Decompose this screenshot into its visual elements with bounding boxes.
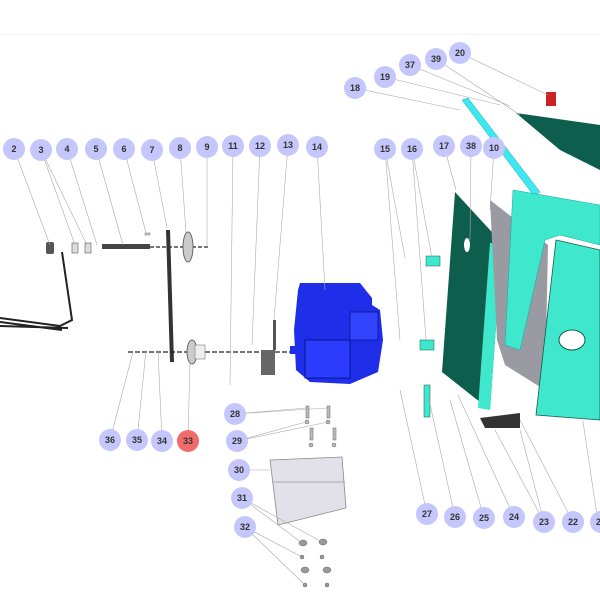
- svg-text:22: 22: [568, 517, 578, 527]
- svg-text:39: 39: [431, 54, 441, 64]
- callout-25[interactable]: 25: [473, 507, 495, 529]
- callout-39[interactable]: 39: [425, 48, 447, 70]
- svg-text:37: 37: [405, 60, 415, 70]
- svg-text:32: 32: [240, 522, 250, 532]
- svg-text:30: 30: [234, 465, 244, 475]
- svg-text:25: 25: [479, 513, 489, 523]
- callout-34[interactable]: 34: [151, 430, 173, 452]
- upper-pulley: [182, 231, 194, 263]
- engine: [290, 283, 383, 384]
- callout-17[interactable]: 17: [433, 135, 455, 157]
- callout-2[interactable]: 2: [3, 138, 25, 160]
- svg-text:26: 26: [450, 512, 460, 522]
- svg-text:35: 35: [132, 435, 142, 445]
- callout-12[interactable]: 12: [249, 135, 271, 157]
- svg-text:34: 34: [157, 436, 167, 446]
- callout-4[interactable]: 4: [56, 138, 78, 160]
- callout-38[interactable]: 38: [460, 135, 482, 157]
- rear-panel: [504, 189, 600, 421]
- callout-21[interactable]: 21: [590, 511, 600, 533]
- callout-31[interactable]: 31: [231, 487, 253, 509]
- svg-text:10: 10: [489, 143, 499, 153]
- callout-20[interactable]: 20: [449, 42, 471, 64]
- callout-19[interactable]: 19: [374, 66, 396, 88]
- shaft-assembly: [46, 232, 210, 254]
- svg-text:31: 31: [237, 493, 247, 503]
- callout-10[interactable]: 10: [483, 137, 505, 159]
- svg-text:15: 15: [380, 144, 390, 154]
- svg-text:27: 27: [422, 509, 432, 519]
- svg-text:38: 38: [466, 141, 476, 151]
- callout-5[interactable]: 5: [85, 138, 107, 160]
- callout-24[interactable]: 24: [503, 506, 525, 528]
- callout-16[interactable]: 16: [401, 138, 423, 160]
- callout-35[interactable]: 35: [126, 429, 148, 451]
- svg-text:24: 24: [509, 512, 519, 522]
- svg-text:20: 20: [455, 48, 465, 58]
- drive-belt: [0, 251, 74, 331]
- callout-7[interactable]: 7: [141, 139, 163, 161]
- base-plate: [269, 456, 347, 526]
- svg-text:4: 4: [64, 144, 69, 154]
- top-bar: [0, 0, 600, 35]
- svg-text:29: 29: [232, 436, 242, 446]
- callout-18[interactable]: 18: [344, 77, 366, 99]
- callout-30[interactable]: 30: [228, 459, 250, 481]
- brackets: [419, 255, 441, 418]
- callout-22[interactable]: 22: [562, 511, 584, 533]
- svg-text:23: 23: [539, 517, 549, 527]
- callout-9[interactable]: 9: [196, 136, 218, 158]
- top-strut: [461, 92, 600, 197]
- callout-23[interactable]: 23: [533, 511, 555, 533]
- svg-text:14: 14: [312, 142, 322, 152]
- svg-text:6: 6: [121, 144, 126, 154]
- svg-text:11: 11: [228, 141, 238, 151]
- callout-37[interactable]: 37: [399, 54, 421, 76]
- bracket-plate: [261, 320, 276, 375]
- svg-text:5: 5: [93, 144, 98, 154]
- bolts-and-washers: [304, 405, 337, 448]
- handle: [480, 413, 520, 428]
- callout-3[interactable]: 3: [30, 139, 52, 161]
- svg-text:17: 17: [439, 141, 449, 151]
- svg-text:8: 8: [177, 143, 182, 153]
- callout-28[interactable]: 28: [224, 403, 246, 425]
- svg-text:7: 7: [149, 145, 154, 155]
- svg-text:33: 33: [183, 436, 193, 446]
- callout-13[interactable]: 13: [277, 134, 299, 156]
- vertical-belt: [166, 230, 174, 362]
- feet: [298, 538, 332, 588]
- svg-text:28: 28: [230, 409, 240, 419]
- svg-text:9: 9: [204, 142, 209, 152]
- callout-32[interactable]: 32: [234, 516, 256, 538]
- callout-27[interactable]: 27: [416, 503, 438, 525]
- callout-36[interactable]: 36: [99, 429, 121, 451]
- callout-26[interactable]: 26: [444, 506, 466, 528]
- leader-lines: [13, 52, 599, 586]
- svg-text:16: 16: [407, 144, 417, 154]
- callout-29[interactable]: 29: [226, 430, 248, 452]
- svg-text:12: 12: [255, 141, 265, 151]
- callout-33-highlighted[interactable]: 33: [177, 430, 199, 452]
- svg-text:36: 36: [105, 435, 115, 445]
- svg-text:18: 18: [350, 83, 360, 93]
- callout-11[interactable]: 11: [222, 135, 244, 157]
- svg-text:3: 3: [38, 145, 43, 155]
- svg-text:21: 21: [596, 517, 600, 527]
- callout-14[interactable]: 14: [306, 136, 328, 158]
- svg-text:19: 19: [380, 72, 390, 82]
- svg-text:2: 2: [11, 144, 16, 154]
- callout-6[interactable]: 6: [113, 138, 135, 160]
- callout-8[interactable]: 8: [169, 137, 191, 159]
- svg-text:13: 13: [283, 140, 293, 150]
- callout-15[interactable]: 15: [374, 138, 396, 160]
